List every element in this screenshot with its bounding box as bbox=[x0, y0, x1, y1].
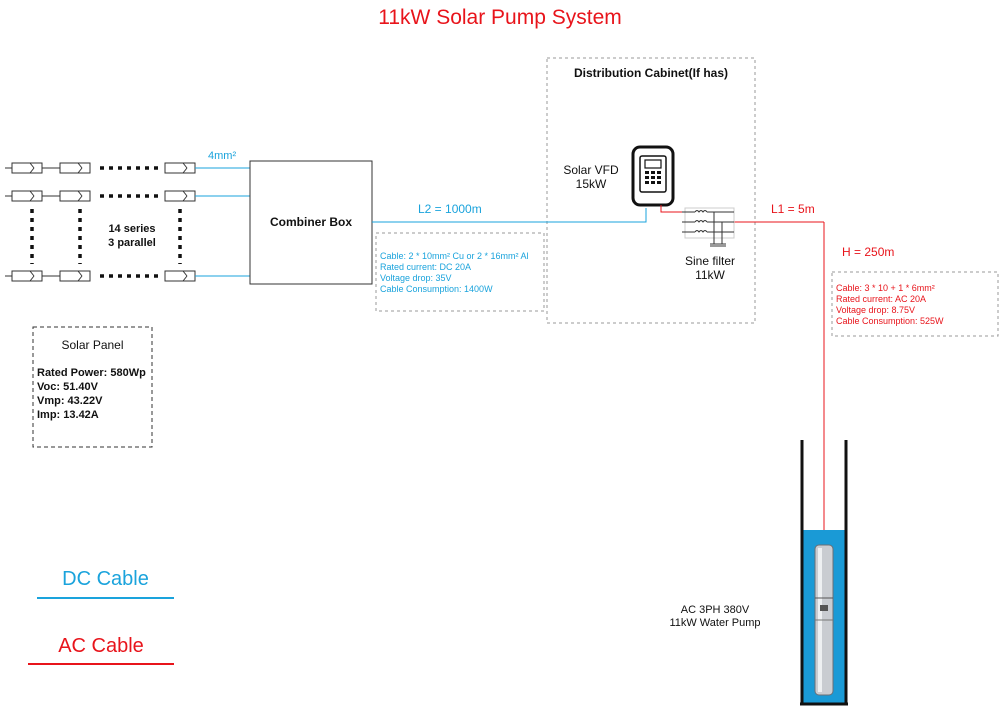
array-series-label: 14 series bbox=[108, 223, 156, 235]
ac-spec-consumption: Cable Consumption: 525W bbox=[836, 316, 944, 326]
well-head: H = 250m bbox=[842, 245, 895, 259]
pump-power: 11kW Water Pump bbox=[669, 617, 761, 629]
vfd-power: 15kW bbox=[575, 177, 607, 191]
legend-ac-label: AC Cable bbox=[58, 635, 144, 657]
vfd-name: Solar VFD bbox=[563, 163, 619, 177]
legend-dc-label: DC Cable bbox=[62, 568, 149, 590]
array-continuation-dots bbox=[30, 166, 182, 278]
array-config-label: 14 series 3 parallel bbox=[92, 222, 172, 250]
dc-line-length: L2 = 1000m bbox=[418, 202, 482, 216]
sine-filter-device bbox=[682, 207, 735, 247]
solar-panel-spec-box bbox=[32, 326, 153, 448]
array-parallel-label: 3 parallel bbox=[108, 237, 156, 249]
dc-string-cables bbox=[195, 167, 250, 277]
combiner-box bbox=[249, 160, 373, 285]
solar-panel-vmp: Vmp: 43.22V bbox=[37, 395, 103, 407]
dc-spec-current: Rated current: DC 20A bbox=[380, 262, 472, 272]
pump-voltage: AC 3PH 380V bbox=[680, 604, 750, 616]
diagram-title: 11kW Solar Pump System bbox=[378, 6, 622, 29]
ac-spec-text: Cable: 3 * 10 + 1 * 6mm² Rated current: … bbox=[836, 283, 944, 327]
distribution-cabinet-title: Distribution Cabinet(If has) bbox=[574, 66, 728, 80]
solar-panel-voc: Voc: 51.40V bbox=[37, 381, 98, 393]
dc-spec-box bbox=[375, 232, 545, 312]
sine-filter-name: Sine filter bbox=[684, 254, 736, 268]
sine-filter-power: 11kW bbox=[695, 268, 725, 282]
string-cable-size: 4mm² bbox=[208, 150, 237, 162]
pump-label: AC 3PH 380V 11kW Water Pump bbox=[650, 604, 780, 630]
ac-spec-current: Rated current: AC 20A bbox=[836, 294, 927, 304]
ac-spec-box bbox=[831, 271, 999, 337]
dc-spec-consumption: Cable Consumption: 1400W bbox=[380, 284, 493, 294]
solar-panel-title: Solar Panel bbox=[61, 338, 124, 352]
solar-panel-specs: Rated Power: 580Wp Voc: 51.40V Vmp: 43.2… bbox=[37, 366, 146, 422]
dc-spec-voltage-drop: Voltage drop: 35V bbox=[380, 273, 452, 283]
solar-panel-imp: Imp: 13.42A bbox=[37, 409, 99, 421]
water-pump bbox=[814, 544, 834, 696]
sine-filter-label: Sine filter 11kW bbox=[678, 254, 742, 282]
ac-line-length: L1 = 5m bbox=[771, 202, 815, 216]
vfd-label: Solar VFD 15kW bbox=[556, 163, 626, 191]
ac-spec-cable: Cable: 3 * 10 + 1 * 6mm² bbox=[836, 283, 935, 293]
dc-spec-text: Cable: 2 * 10mm² Cu or 2 * 16mm² Al Rate… bbox=[380, 251, 529, 295]
combiner-box-label: Combiner Box bbox=[269, 215, 352, 229]
dc-main-cable bbox=[372, 208, 647, 223]
distribution-cabinet-box bbox=[546, 57, 756, 324]
solar-panel-rated-power: Rated Power: 580Wp bbox=[37, 367, 146, 379]
ac-spec-voltage-drop: Voltage drop: 8.75V bbox=[836, 305, 916, 315]
dc-spec-cable: Cable: 2 * 10mm² Cu or 2 * 16mm² Al bbox=[380, 251, 529, 261]
solar-vfd-device bbox=[631, 145, 675, 207]
panel-row-1 bbox=[5, 162, 196, 174]
ac-cables bbox=[660, 205, 825, 545]
